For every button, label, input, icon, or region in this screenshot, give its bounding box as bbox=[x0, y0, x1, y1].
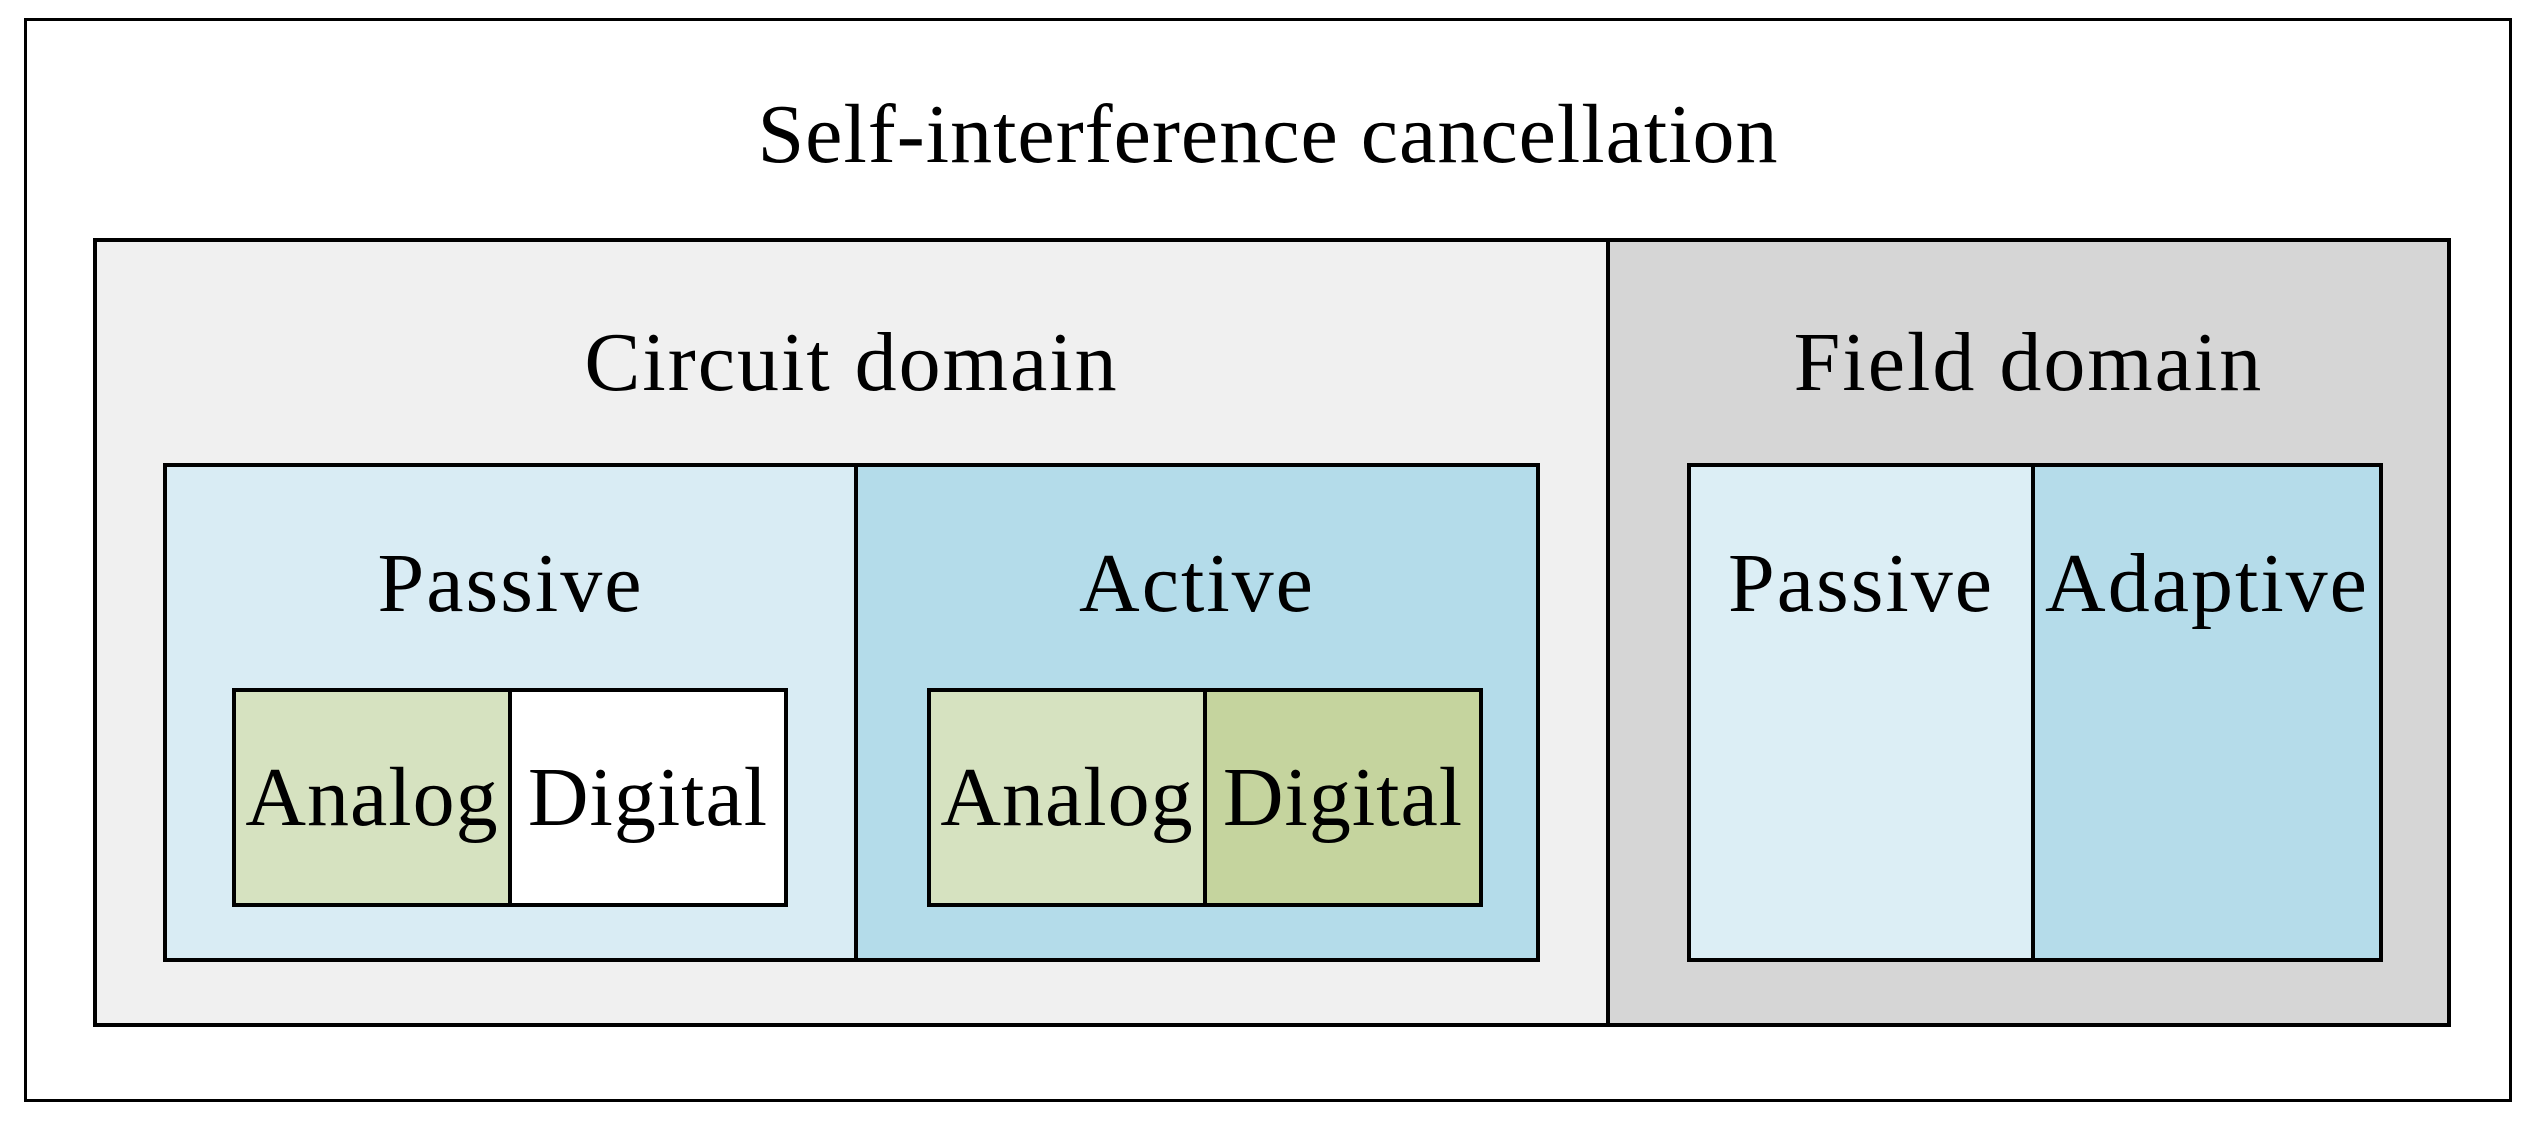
circuit-active-analog-box: Analog bbox=[927, 688, 1207, 907]
circuit-domain-box: Circuit domain Passive Analog Digital Ac… bbox=[93, 238, 1610, 1027]
circuit-active-pair: Analog Digital bbox=[927, 688, 1483, 907]
field-adaptive-box: Adaptive bbox=[2031, 463, 2383, 962]
circuit-passive-label: Passive bbox=[377, 537, 644, 630]
circuit-active-label: Active bbox=[1079, 537, 1315, 630]
field-sub-row: Passive Adaptive bbox=[1687, 463, 2383, 962]
circuit-active-box: Active Analog Digital bbox=[854, 463, 1540, 962]
field-passive-box: Passive bbox=[1687, 463, 2035, 962]
diagram-title: Self-interference cancellation bbox=[757, 88, 1779, 181]
field-passive-label: Passive bbox=[1728, 537, 1994, 630]
circuit-passive-box: Passive Analog Digital bbox=[163, 463, 858, 962]
circuit-sub-row: Passive Analog Digital Active Analog Dig… bbox=[163, 463, 1540, 962]
field-domain-box: Field domain Passive Adaptive bbox=[1606, 238, 2451, 1027]
circuit-passive-digital-box: Digital bbox=[508, 688, 788, 907]
circuit-passive-analog-box: Analog bbox=[232, 688, 512, 907]
circuit-active-digital-box: Digital bbox=[1203, 688, 1483, 907]
circuit-domain-label: Circuit domain bbox=[584, 316, 1119, 409]
self-interference-cancellation-box: Self-interference cancellation Circuit d… bbox=[24, 18, 2512, 1102]
domains-row: Circuit domain Passive Analog Digital Ac… bbox=[93, 238, 2451, 1027]
field-adaptive-label: Adaptive bbox=[2045, 537, 2369, 630]
field-domain-label: Field domain bbox=[1793, 316, 2264, 409]
circuit-passive-pair: Analog Digital bbox=[232, 688, 788, 907]
